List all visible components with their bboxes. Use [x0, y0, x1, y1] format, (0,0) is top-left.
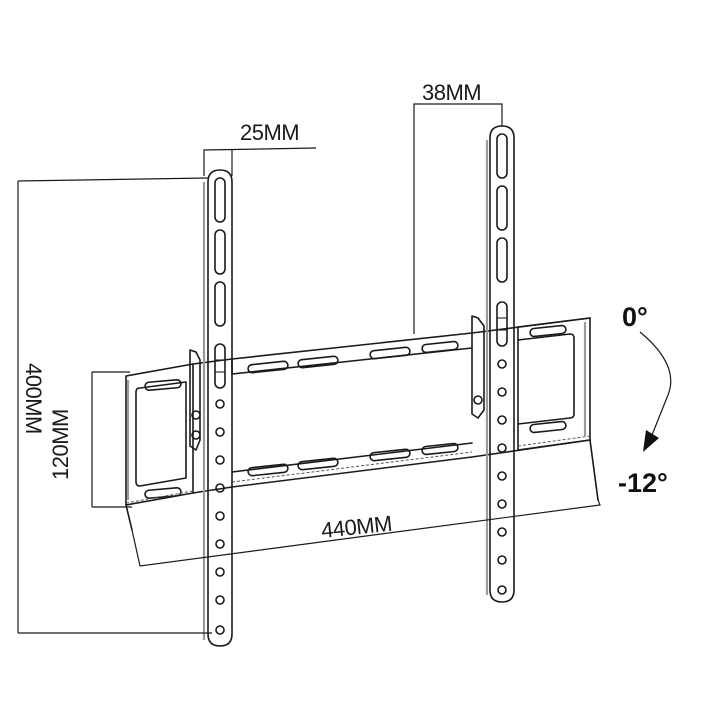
- label-25mm: 25MM: [240, 120, 299, 145]
- mount-frame: [125, 315, 599, 531]
- angle-start-label: 0°: [622, 302, 648, 332]
- frame-upper-rail: [192, 317, 591, 375]
- right-tilt-hook: [471, 315, 485, 419]
- dimension-38mm: 38MM: [413, 80, 503, 334]
- label-120mm: 120MM: [48, 409, 73, 480]
- label-440mm: 440MM: [320, 511, 393, 543]
- tilt-indicator: 0° -12°: [618, 302, 672, 498]
- frame-right-plate: [517, 317, 599, 501]
- dimension-400mm: 400MM: [17, 177, 212, 634]
- tilt-arrow-arc: [639, 331, 672, 441]
- right-vertical-arm: [485, 125, 515, 603]
- left-tilt-hook: [189, 349, 201, 451]
- dimension-25mm: 25MM: [203, 120, 317, 176]
- frame-left-plate: [125, 363, 194, 531]
- label-38mm: 38MM: [422, 80, 481, 105]
- label-400mm: 400MM: [21, 363, 46, 434]
- dimension-440mm: 440MM: [131, 499, 601, 567]
- angle-end-label: -12°: [618, 468, 668, 498]
- left-vertical-arm: [202, 169, 233, 647]
- dimension-120mm: 120MM: [48, 371, 132, 508]
- tilt-arrow-head-icon: [643, 430, 659, 452]
